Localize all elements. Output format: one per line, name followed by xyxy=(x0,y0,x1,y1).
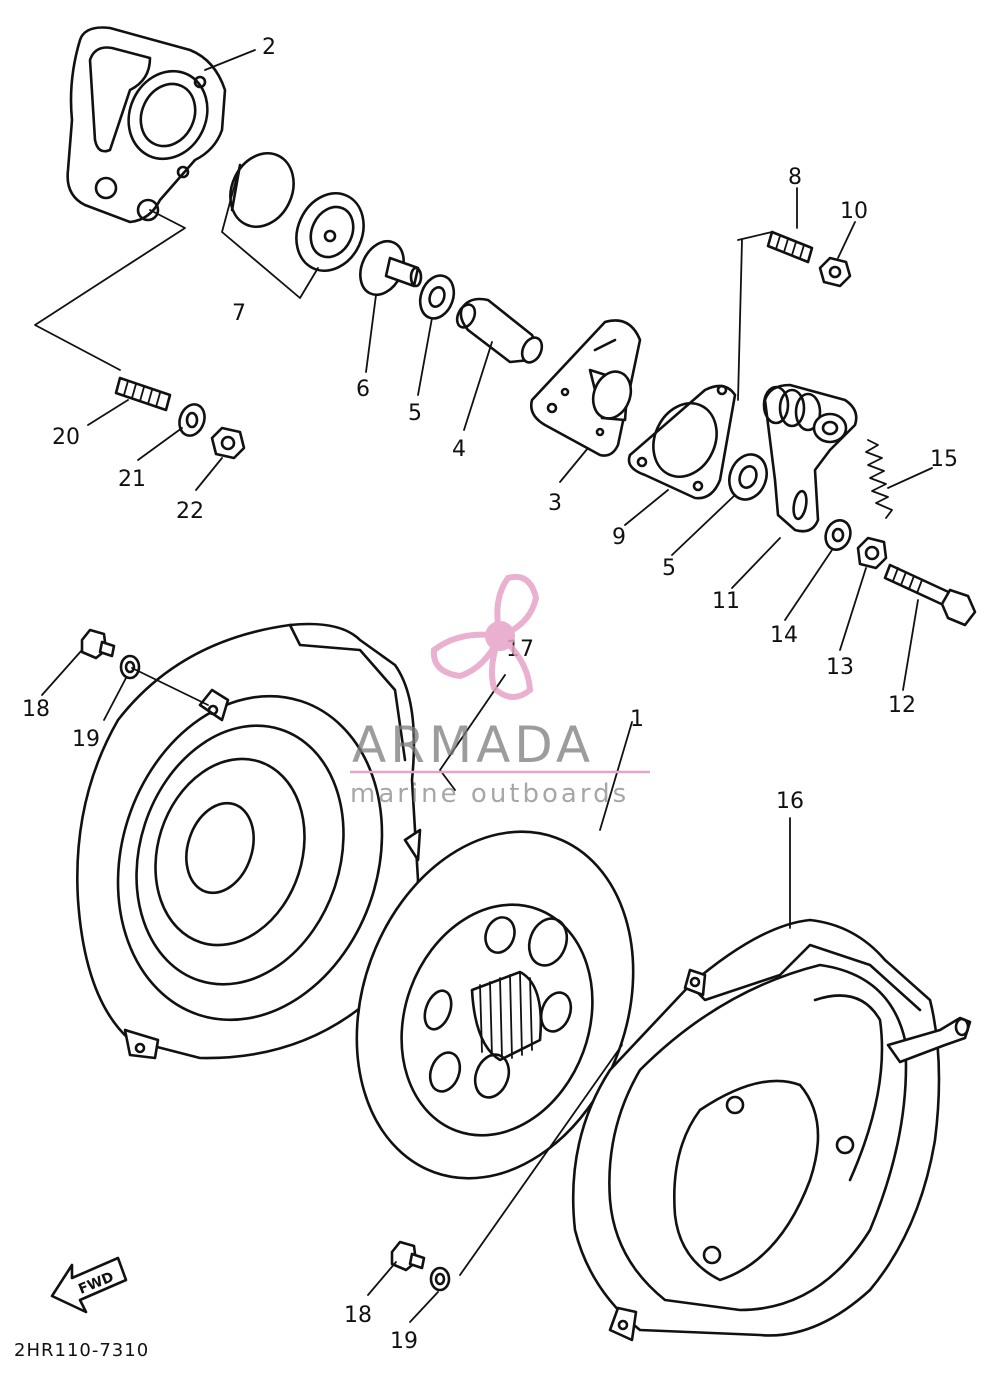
callout-9: 9 xyxy=(612,525,626,550)
callout-1: 1 xyxy=(630,707,644,732)
callout-15: 15 xyxy=(930,447,958,472)
diagram-code: 2HR110-7310 xyxy=(14,1340,149,1361)
part-6-shaft xyxy=(359,239,423,297)
callout-10: 10 xyxy=(840,199,868,224)
propeller-icon xyxy=(430,574,540,700)
callout-2: 2 xyxy=(262,35,276,60)
callout-labels: 2 7 6 5 4 3 9 5 8 10 15 11 14 13 12 20 2… xyxy=(22,35,958,1354)
part-2-bracket xyxy=(66,26,227,224)
callout-18-upper: 18 xyxy=(22,697,50,722)
part-17-cover xyxy=(76,622,422,1060)
callout-11: 11 xyxy=(712,589,740,614)
callout-8: 8 xyxy=(788,165,802,190)
callout-19-lower: 19 xyxy=(390,1329,418,1354)
part-5-bearing-lower xyxy=(728,453,768,501)
callout-5-upper: 5 xyxy=(408,401,422,426)
part-18-bolt-lower xyxy=(390,1240,426,1272)
callout-19-upper: 19 xyxy=(72,727,100,752)
part-10-nut xyxy=(818,256,852,288)
part-5-bearing-upper xyxy=(418,274,456,320)
callout-14: 14 xyxy=(770,623,798,648)
assembly-lines xyxy=(34,209,773,1276)
part-15-spring xyxy=(865,439,893,519)
part-11-lever xyxy=(762,383,858,533)
callout-22: 22 xyxy=(176,499,204,524)
callout-4: 4 xyxy=(452,437,466,462)
part-19-washer-upper xyxy=(119,654,141,680)
part-20-stud xyxy=(114,376,172,412)
part-8-stud xyxy=(766,230,814,264)
watermark-tagline: marine outboards xyxy=(350,779,629,809)
callout-7: 7 xyxy=(232,301,246,326)
part-16-plate xyxy=(571,918,972,1342)
callout-5-lower: 5 xyxy=(662,556,676,581)
part-9-gasket xyxy=(627,384,737,500)
callout-21: 21 xyxy=(118,467,146,492)
part-7-seal xyxy=(229,152,365,272)
part-4-coupling xyxy=(455,297,544,364)
part-18-bolt-upper xyxy=(80,628,116,660)
fwd-arrow-icon: FWD xyxy=(50,1256,128,1314)
part-19-washer-lower xyxy=(429,1266,451,1292)
callout-20: 20 xyxy=(52,425,80,450)
callout-12: 12 xyxy=(888,693,916,718)
part-3-plate xyxy=(530,319,642,457)
part-13-nut xyxy=(856,536,888,570)
callout-18-lower: 18 xyxy=(344,1303,372,1328)
part-21-washer xyxy=(178,403,206,437)
part-22-nut xyxy=(210,426,246,460)
part-12-bolt xyxy=(883,563,977,627)
callout-16: 16 xyxy=(776,789,804,814)
leader-lines xyxy=(41,49,933,1323)
watermark-brand: ARMADA xyxy=(352,716,594,774)
watermark: ARMADA marine outboards xyxy=(350,574,650,809)
callout-3: 3 xyxy=(548,491,562,516)
callout-6: 6 xyxy=(356,377,370,402)
part-14-washer xyxy=(824,519,852,551)
callout-13: 13 xyxy=(826,655,854,680)
